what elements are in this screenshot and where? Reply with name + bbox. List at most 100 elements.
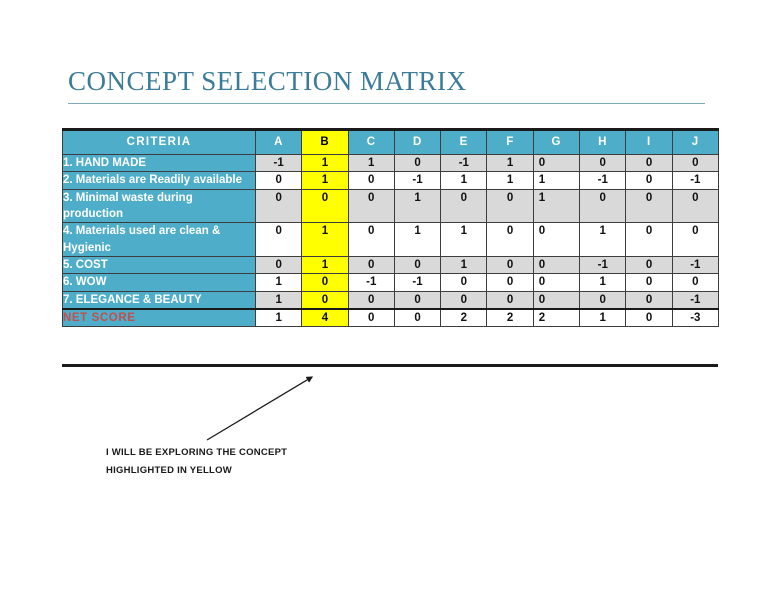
net-score-i: 0 [625, 307, 673, 328]
cell-4-g: 0 [532, 222, 581, 257]
cell-6-a: 1 [254, 273, 303, 292]
cell-3-h: 0 [579, 188, 627, 224]
cell-4-d: 1 [393, 222, 442, 257]
cell-6-d: -1 [393, 273, 442, 292]
cell-1-a: -1 [254, 153, 303, 173]
cell-5-i: 0 [625, 255, 673, 275]
cell-7-j: -1 [671, 290, 719, 310]
cell-5-f: 0 [486, 255, 534, 275]
cell-6-c: -1 [347, 273, 395, 292]
cell-7-h: 0 [579, 290, 627, 310]
cell-6-e: 0 [440, 273, 488, 292]
cell-3-j: 0 [671, 188, 719, 224]
cell-6-i: 0 [625, 273, 673, 292]
cell-5-a: 0 [254, 255, 303, 275]
criteria-label: 4. Materials used are clean & Hygienic [62, 222, 256, 257]
criteria-label: 5. COST [62, 255, 256, 275]
net-score-e: 2 [440, 307, 488, 328]
cell-2-c: 0 [347, 171, 395, 190]
column-header-j: J [671, 129, 719, 155]
matrix-table: CRITERIA A B C D E F G H I J 1. HAND MAD… [62, 128, 719, 328]
table-row: 5. COST 0 1 0 0 1 0 0 -1 0 -1 [62, 255, 719, 275]
cell-3-i: 0 [625, 188, 673, 224]
cell-6-b: 0 [301, 273, 349, 292]
cell-3-d: 1 [393, 188, 442, 224]
cell-5-b: 1 [301, 255, 349, 275]
net-score-c: 0 [347, 307, 395, 328]
net-score-j: -3 [671, 307, 719, 328]
cell-5-g: 0 [532, 255, 581, 275]
criteria-label: 7. ELEGANCE & BEAUTY [62, 290, 256, 310]
cell-3-a: 0 [254, 188, 303, 224]
cell-4-a: 0 [254, 222, 303, 257]
table-row: 3. Minimal waste during production 0 0 0… [62, 188, 719, 224]
cell-1-i: 0 [625, 153, 673, 173]
matrix-head: CRITERIA A B C D E F G H I J [62, 129, 719, 155]
column-header-f: F [486, 129, 534, 155]
annotation-arrow-icon [206, 376, 314, 441]
cell-3-e: 0 [440, 188, 488, 224]
cell-7-e: 0 [440, 290, 488, 310]
cell-7-c: 0 [347, 290, 395, 310]
cell-1-d: 0 [393, 153, 442, 173]
table-row: 7. ELEGANCE & BEAUTY 1 0 0 0 0 0 0 0 0 -… [62, 290, 719, 310]
cell-4-h: 1 [579, 222, 627, 257]
column-header-g: G [532, 129, 581, 155]
cell-3-c: 0 [347, 188, 395, 224]
cell-3-f: 0 [486, 188, 534, 224]
cell-1-c: 1 [347, 153, 395, 173]
table-row: 1. HAND MADE -1 1 1 0 -1 1 0 0 0 0 [62, 153, 719, 173]
cell-4-b: 1 [301, 222, 349, 257]
cell-1-f: 1 [486, 153, 534, 173]
cell-2-h: -1 [579, 171, 627, 190]
column-header-a: A [254, 129, 303, 155]
column-header-c: C [347, 129, 395, 155]
cell-3-b: 0 [301, 188, 349, 224]
cell-4-e: 1 [440, 222, 488, 257]
cell-3-g: 1 [532, 188, 581, 224]
cell-5-e: 1 [440, 255, 488, 275]
cell-2-b: 1 [301, 171, 349, 190]
column-header-d: D [393, 129, 442, 155]
cell-7-f: 0 [486, 290, 534, 310]
cell-4-f: 0 [486, 222, 534, 257]
cell-1-b: 1 [301, 153, 349, 173]
net-score-h: 1 [579, 307, 627, 328]
net-score-d: 0 [393, 307, 442, 328]
cell-6-j: 0 [671, 273, 719, 292]
concept-selection-matrix: CRITERIA A B C D E F G H I J 1. HAND MAD… [62, 128, 719, 328]
net-score-a: 1 [254, 307, 303, 328]
cell-2-g: 1 [532, 171, 581, 190]
net-score-label: NET SCORE [62, 307, 256, 328]
table-row: 2. Materials are Readily available 0 1 0… [62, 171, 719, 190]
cell-1-g: 0 [532, 153, 581, 173]
cell-6-g: 0 [532, 273, 581, 292]
annotation-text: I WILL BE EXPLORING THE CONCEPT HIGHLIGH… [106, 447, 288, 476]
net-score-f: 2 [486, 307, 534, 328]
table-row: 6. WOW 1 0 -1 -1 0 0 0 1 0 0 [62, 273, 719, 292]
criteria-label: 3. Minimal waste during production [62, 188, 256, 224]
cell-2-i: 0 [625, 171, 673, 190]
cell-5-j: -1 [671, 255, 719, 275]
column-header-i: I [625, 129, 673, 155]
cell-7-d: 0 [393, 290, 442, 310]
matrix-bottom-rule [62, 364, 718, 367]
matrix-header-row: CRITERIA A B C D E F G H I J [62, 129, 719, 155]
cell-7-a: 1 [254, 290, 303, 310]
cell-2-d: -1 [393, 171, 442, 190]
cell-6-h: 1 [579, 273, 627, 292]
cell-2-a: 0 [254, 171, 303, 190]
column-header-b: B [301, 129, 349, 155]
cell-4-c: 0 [347, 222, 395, 257]
criteria-label: 2. Materials are Readily available [62, 171, 256, 190]
cell-2-f: 1 [486, 171, 534, 190]
matrix-body: 1. HAND MADE -1 1 1 0 -1 1 0 0 0 0 2. Ma… [62, 153, 719, 328]
cell-1-e: -1 [440, 153, 488, 173]
column-header-e: E [440, 129, 488, 155]
page-title: CONCEPT SELECTION MATRIX [68, 66, 467, 96]
cell-2-e: 1 [440, 171, 488, 190]
net-score-g: 2 [532, 307, 581, 328]
net-score-row: NET SCORE 1 4 0 0 2 2 2 1 0 -3 [62, 307, 719, 328]
cell-4-i: 0 [625, 222, 673, 257]
cell-7-b: 0 [301, 290, 349, 310]
